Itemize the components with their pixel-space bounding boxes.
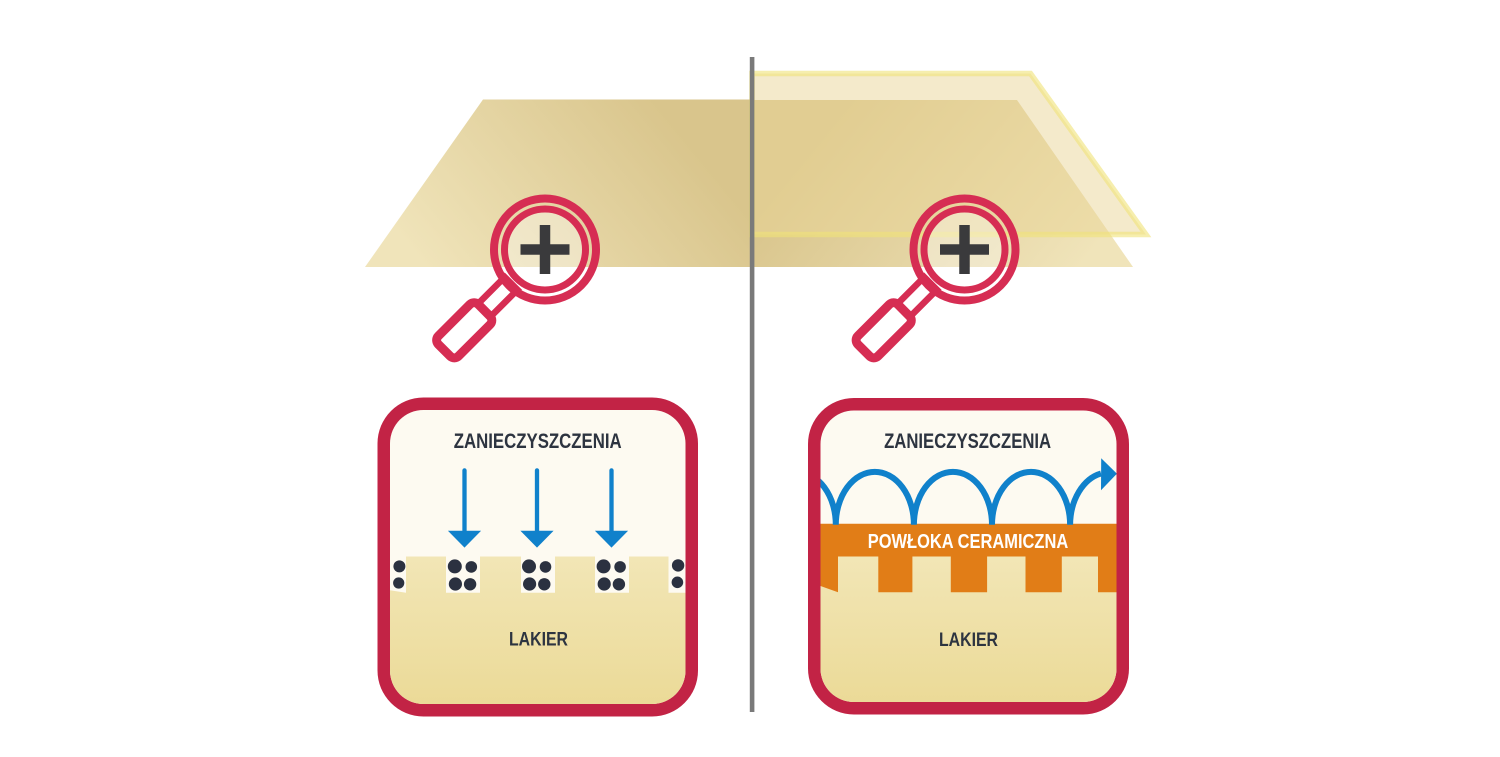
bounce-arrowhead <box>1101 458 1117 491</box>
dot-pair-right-edge <box>671 559 685 589</box>
right-detail-box: ZANIECZYSZCZENIA POWŁOKA CERAMICZNA LAKI… <box>808 398 1129 715</box>
divider-line <box>749 57 755 712</box>
right-box-bottom-label: LAKIER <box>939 629 998 651</box>
left-detail-box: ZANIECZYSZCZENIA LAKIER <box>377 397 698 717</box>
ceramic-coating-label: POWŁOKA CERAMICZNA <box>868 531 1069 553</box>
right-box-top-label: ZANIECZYSZCZENIA <box>884 430 1051 453</box>
left-box-top-label: ZANIECZYSZCZENIA <box>454 430 622 453</box>
ceramic-coating-band <box>820 523 1117 593</box>
right-paint-surface <box>749 70 1152 267</box>
contamination-dots <box>393 559 685 591</box>
dot-pair-left-edge <box>393 560 406 589</box>
left-paint-surface <box>365 99 752 267</box>
lakier-paint-layer-left <box>390 556 686 704</box>
bounce-arcs <box>820 468 1102 525</box>
left-box-bottom-label: LAKIER <box>509 628 568 650</box>
